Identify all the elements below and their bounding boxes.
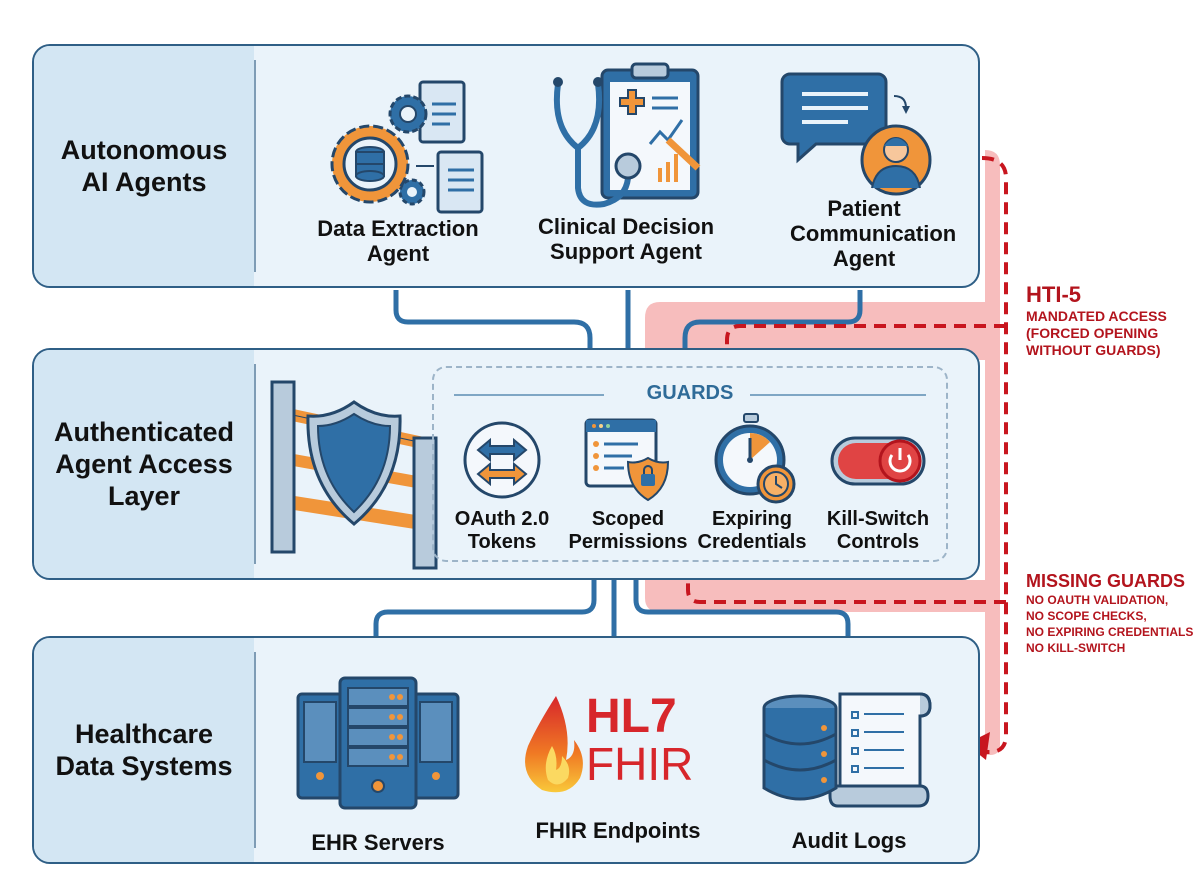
token-exchange-icon <box>463 421 541 499</box>
data-layer-label: Healthcare Data Systems <box>34 638 254 862</box>
fhir-endpoints[interactable]: HL7 FHIR FHIR Endpoints <box>518 688 718 843</box>
layer-divider <box>254 60 256 272</box>
hti5-annotation: HTI-5 MANDATED ACCESS (FORCED OPENING WI… <box>1026 282 1167 359</box>
data-extraction-agent[interactable]: Data Extraction Agent <box>300 64 496 266</box>
guard-expiring-credentials[interactable]: Expiring Credentials <box>692 412 812 554</box>
agents-layer-label: Autonomous AI Agents <box>34 46 254 286</box>
server-rack-icon <box>296 676 460 810</box>
guard-kill-switch[interactable]: Kill-Switch Controls <box>818 412 938 554</box>
guards-title: GUARDS <box>646 382 734 404</box>
data-layer: Healthcare Data Systems EHR Servers <box>32 636 980 864</box>
missing-guards-title: MISSING GUARDS <box>1026 571 1186 591</box>
hl7-fhir-logo: HL7 FHIR <box>518 688 718 798</box>
item-label: FHIR Endpoints <box>535 818 701 843</box>
clinical-decision-agent[interactable]: Clinical Decision Support Agent <box>528 58 724 264</box>
layer-divider <box>254 364 256 564</box>
flame-icon <box>525 696 583 793</box>
item-label: Clinical Decision Support Agent <box>537 214 715 264</box>
guard-label: Kill-Switch Controls <box>826 508 930 553</box>
item-label: Data Extraction Agent <box>317 216 479 266</box>
missing-guards-line: NO OAUTH VALIDATION, <box>1026 593 1169 607</box>
item-label: EHR Servers <box>311 830 445 855</box>
stethoscope-clipboard-icon <box>553 62 701 208</box>
database-scroll-icon <box>762 692 932 808</box>
divider <box>750 394 926 396</box>
access-layer-label: Authenticated Agent Access Layer <box>34 350 254 578</box>
divider <box>454 394 604 396</box>
agents-layer: Autonomous AI Agents Data Extraction Age <box>32 44 980 288</box>
missing-guards-line: NO SCOPE CHECKS, <box>1026 609 1147 623</box>
gears-database-documents-icon <box>330 80 484 214</box>
guard-label: Expiring Credentials <box>697 508 807 553</box>
chat-patient-icon <box>780 72 932 196</box>
hl7-text: HL7 <box>586 690 677 743</box>
ehr-servers[interactable]: EHR Servers <box>288 676 468 855</box>
fhir-text: FHIR <box>586 738 694 790</box>
hti5-line: WITHOUT GUARDS) <box>1026 342 1161 358</box>
hti5-line: MANDATED ACCESS <box>1026 308 1167 324</box>
guards-panel: GUARDS OAuth 2.0 Tokens Scoped <box>432 366 948 562</box>
patient-communication-agent[interactable]: Patient Communication Agent <box>764 66 964 271</box>
stopwatch-icon <box>714 413 796 504</box>
item-label: Patient Communication Agent <box>790 196 957 271</box>
hti5-line: (FORCED OPENING <box>1026 325 1159 341</box>
missing-guards-line: NO EXPIRING CREDENTIALS <box>1026 625 1194 639</box>
agents-layer-title: Autonomous AI Agents <box>60 135 228 197</box>
guard-scoped-permissions[interactable]: Scoped Permissions <box>568 412 688 554</box>
shield-gate-icon <box>270 380 438 570</box>
permissions-lock-icon <box>584 418 670 502</box>
layer-divider <box>254 652 256 848</box>
power-toggle-icon <box>830 436 926 486</box>
missing-guards-annotation: MISSING GUARDS NO OAUTH VALIDATION, NO S… <box>1026 570 1193 656</box>
hti5-title: HTI-5 <box>1026 282 1081 307</box>
access-layer-title: Authenticated Agent Access Layer <box>53 417 234 511</box>
guard-oauth-tokens[interactable]: OAuth 2.0 Tokens <box>442 412 562 554</box>
data-layer-title: Healthcare Data Systems <box>55 719 233 781</box>
audit-logs[interactable]: Audit Logs <box>754 678 944 853</box>
guard-label: OAuth 2.0 Tokens <box>454 508 550 553</box>
missing-guards-line: NO KILL-SWITCH <box>1026 641 1126 655</box>
item-label: Audit Logs <box>791 828 907 853</box>
guard-label: Scoped Permissions <box>568 508 688 553</box>
access-layer: Authenticated Agent Access Layer GUARDS … <box>32 348 980 580</box>
agent-to-access-arrows <box>393 290 863 352</box>
